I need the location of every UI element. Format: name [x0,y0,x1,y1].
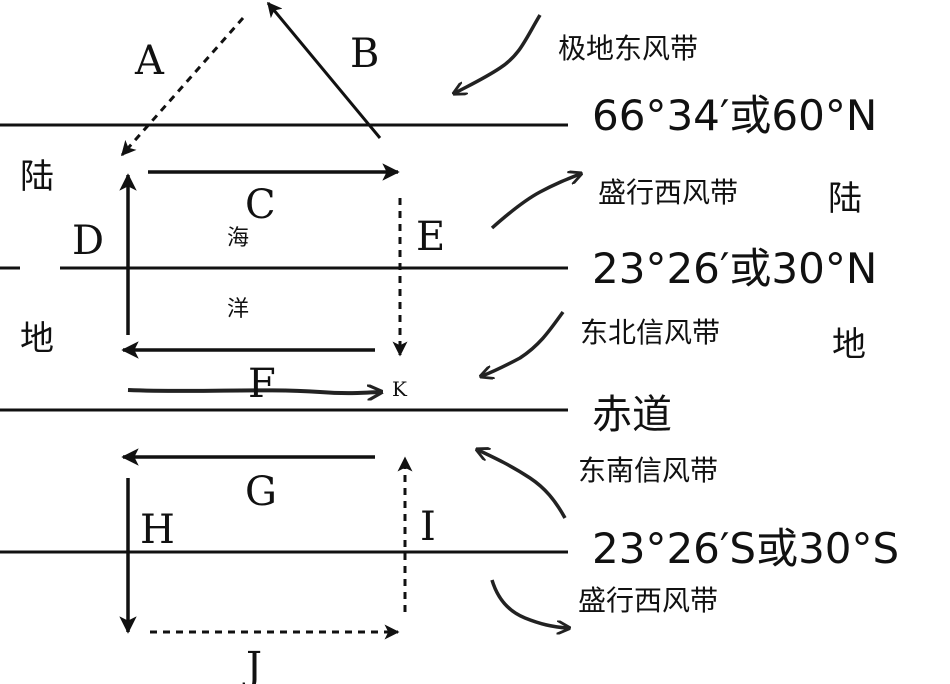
current-label-D: D [72,218,104,264]
current-label-J: J [242,644,262,684]
current-arrow-F [127,390,380,393]
current-label-K: K [392,377,408,401]
wind-arrow-westerlies-north [490,174,580,230]
wind-arrow-se-trades [478,450,567,519]
current-arrow-B [266,1,382,139]
wind-arrow-polar-easterlies [455,14,542,93]
current-label-H: H [140,507,175,553]
land-label-right-top: 陆 [828,179,862,219]
land-label-right-bottom: 地 [832,325,866,365]
wind-arrow-ne-trades [482,310,565,376]
wind-belt-westerlies-south: 盛行西风带 [578,584,718,617]
wind-belt-se-trades: 东南信风带 [578,454,718,487]
ocean-label-bottom: 洋 [227,297,249,322]
current-label-I: I [420,504,436,550]
current-label-F: F [248,361,276,407]
current-label-A: A [134,38,165,84]
latitude-label-23n: 23°26′或30°N [592,244,877,293]
wind-belt-polar-easterlies: 极地东风带 [558,32,698,65]
latitude-label-66: 66°34′或60°N [592,91,877,140]
wind-belt-westerlies-north: 盛行西风带 [598,176,738,209]
current-label-E: E [416,214,445,260]
current-label-B: B [350,31,379,77]
wind-arrow-westerlies-south [490,579,568,628]
latitude-label-23s: 23°26′S或30°S [592,524,899,573]
current-arrow-A [120,17,245,157]
ocean-label-top: 海 [227,226,249,251]
current-label-C: C [245,182,276,228]
wind-belt-ne-trades: 东北信风带 [580,316,720,349]
equator-label: 赤道 [592,392,672,438]
land-label-left-bottom: 地 [20,319,54,359]
land-label-left-top: 陆 [20,157,54,197]
current-label-G: G [245,469,277,515]
